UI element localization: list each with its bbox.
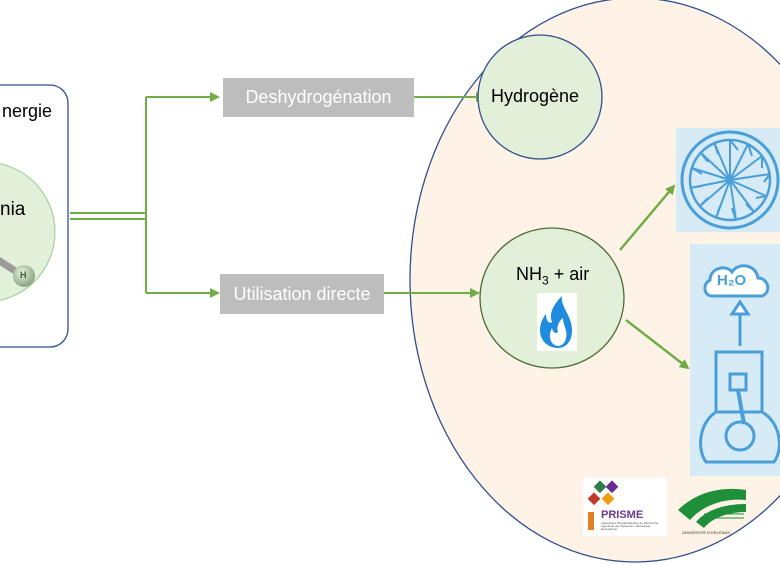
water-label: H₂O [717, 272, 747, 289]
hydrogen-label: Hydrogène [491, 86, 580, 106]
turbine-icon [676, 128, 780, 232]
panel-title-fragment: nergie [2, 101, 53, 121]
orleans-logo-text: UNIVERSITÉ D'ORLÉANS [682, 530, 730, 535]
ammonia-air-label: NH3 + air [516, 264, 589, 288]
prisme-logo [583, 478, 667, 536]
ammonia-formula: NH [516, 264, 542, 284]
ammonia-subscript: 3 [542, 273, 549, 288]
direct-use-box: Utilisation directe [220, 274, 384, 314]
flame-icon [537, 293, 577, 351]
dehydrogenation-box: Deshydrogénation [223, 78, 414, 117]
hydrogen-atom [13, 265, 35, 287]
molecule-label-fragment: nia [0, 199, 26, 220]
piston-engine-icon [690, 244, 780, 476]
h2o-cloud-icon [703, 264, 770, 298]
prisme-logo-text: PRISME [601, 509, 644, 521]
orleans-logo [678, 488, 746, 528]
hydrogen-node [477, 34, 603, 160]
arrow-to-engine [625, 319, 690, 370]
hydrogen-atom-label: H [20, 270, 27, 280]
prisme-logo-subtitle: Laboratoire Pluridisciplinaire de Recher… [601, 521, 659, 531]
arrow-to-turbine [619, 184, 676, 251]
ammonia-air-suffix: + air [548, 264, 590, 284]
